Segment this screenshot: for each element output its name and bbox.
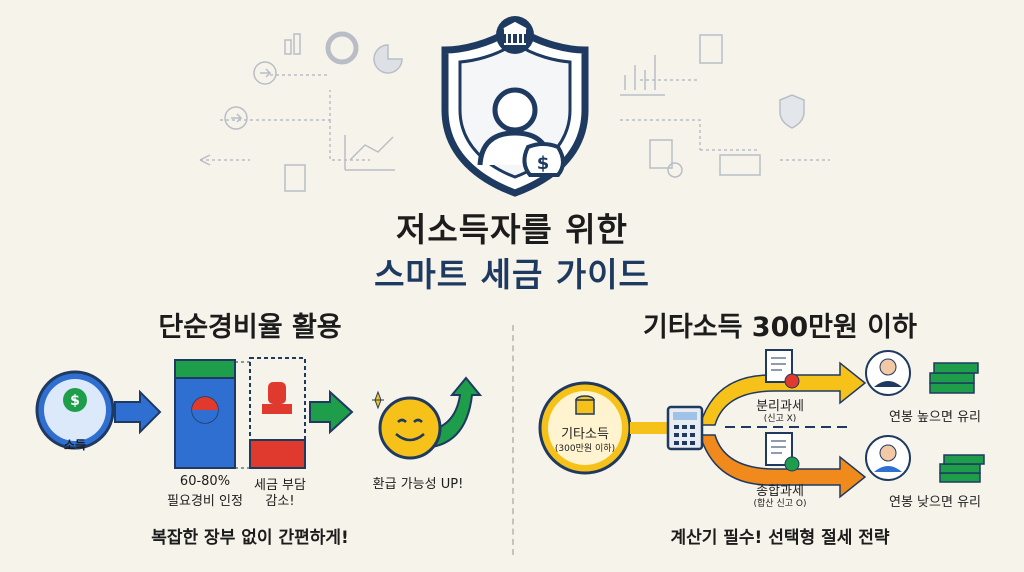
separate-tax-label: 분리과세 <box>756 399 804 414</box>
coin-label-line1: 기타소득 <box>561 427 609 442</box>
low-salary-result: 연봉 낮으면 유리 <box>889 495 981 510</box>
coin-label-line2: (300만원 이하) <box>554 444 616 454</box>
separate-tax-note: (신고 X) <box>763 414 797 424</box>
comprehensive-tax-note: (합산 신고 O) <box>753 499 807 509</box>
right-footer: 계산기 필수! 선택형 절세 전략 <box>670 528 890 548</box>
simple-expense-diagram: $ <box>35 357 483 469</box>
comprehensive-tax-label: 종합과세 <box>756 484 804 499</box>
left-section-heading: 단순경비율 활용 <box>158 312 342 343</box>
section-divider <box>512 325 514 555</box>
left-footer: 복잡한 장부 없이 간편하게! <box>151 528 349 548</box>
page-title-line1: 저소득자를 위한 <box>395 210 628 249</box>
right-section-heading: 기타소득 300만원 이하 <box>643 312 917 343</box>
page-title-line2: 스마트 세금 가이드 <box>374 255 650 294</box>
svg-text:$: $ <box>70 393 80 409</box>
percent-label: 60-80% <box>179 474 231 489</box>
other-income-diagram <box>538 349 985 499</box>
tax-label-line2: 감소! <box>265 494 295 509</box>
tax-label-line1: 세금 부담 <box>254 478 306 493</box>
high-salary-result: 연봉 높으면 유리 <box>889 410 981 425</box>
income-label: 소득 <box>63 438 87 452</box>
svg-text:$: $ <box>537 153 550 174</box>
refund-label: 환급 가능성 UP! <box>372 477 464 492</box>
shield-emblem: $ <box>441 16 589 197</box>
expense-label: 필요경비 인정 <box>167 494 243 509</box>
background-decoration <box>199 31 830 192</box>
